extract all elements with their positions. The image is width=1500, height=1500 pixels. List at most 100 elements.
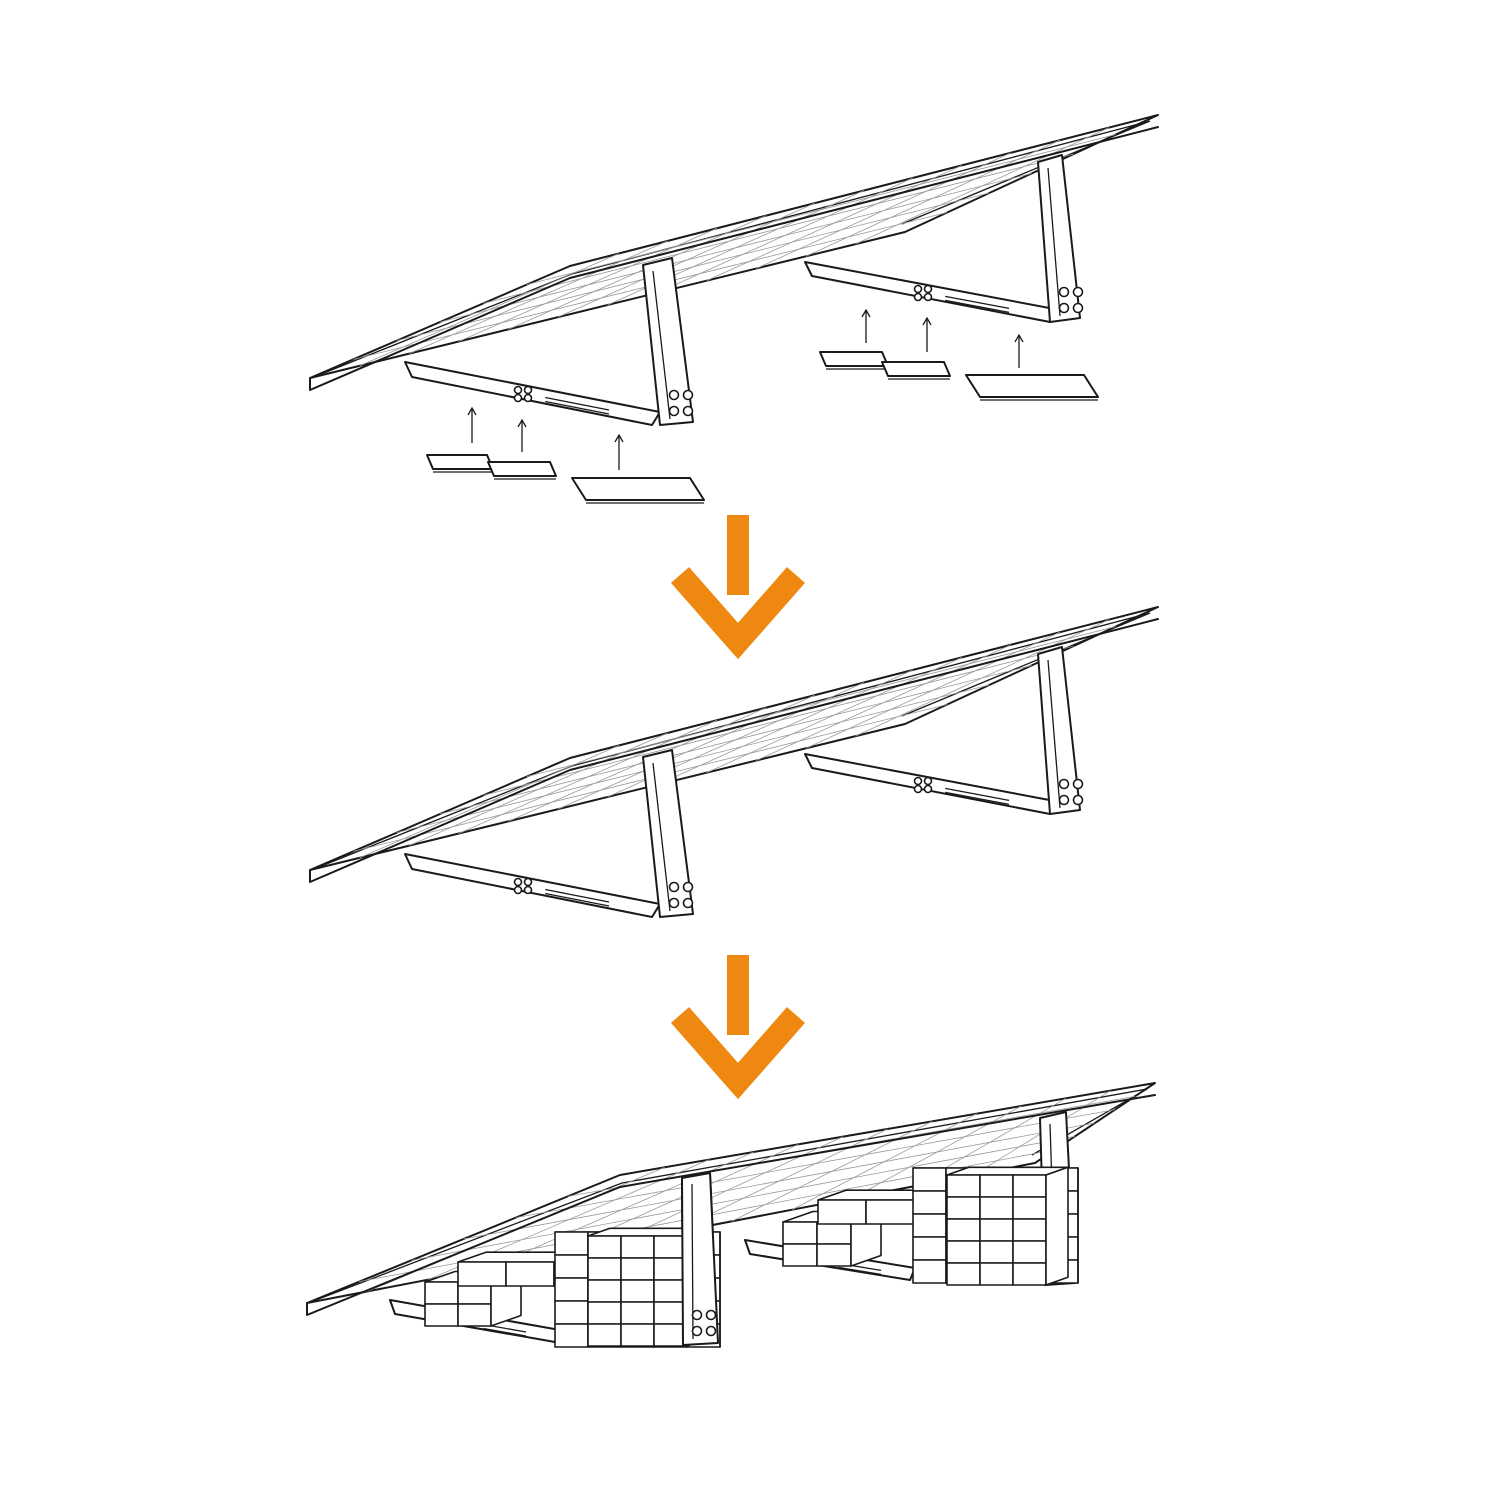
ballast-block <box>979 1196 1014 1220</box>
ballast-block <box>424 1303 459 1327</box>
bolt-icon <box>668 405 680 417</box>
arrow-head <box>670 1007 806 1100</box>
bolt-icon <box>923 284 933 294</box>
bolt-icon <box>1072 286 1084 298</box>
step-pads-under-frame <box>309 606 1159 918</box>
support-leg <box>642 257 694 426</box>
cell-line <box>411 1135 1076 1261</box>
ballast-block <box>979 1218 1014 1242</box>
bolt-icon <box>913 284 923 294</box>
ballast-block <box>979 1240 1014 1264</box>
ballast-block <box>912 1236 947 1261</box>
bolt-icon <box>682 897 694 909</box>
up-arrow-head <box>467 406 477 416</box>
bolt-icon <box>513 385 523 395</box>
bolt-icon <box>913 776 923 786</box>
bolt-icon <box>705 1325 717 1337</box>
panel-edge <box>306 1094 1156 1316</box>
up-arrow-head <box>614 433 624 443</box>
cell-line <box>526 626 1116 778</box>
rail-slot <box>545 888 610 903</box>
base-rail <box>404 853 661 918</box>
bolt-icon <box>923 776 933 786</box>
cell-line <box>483 153 1074 304</box>
up-arrow-head <box>517 418 527 428</box>
ballast-side <box>1045 1166 1069 1286</box>
leg-fold <box>652 762 671 912</box>
rail-slot <box>545 400 610 415</box>
ballast-block <box>1012 1262 1047 1286</box>
bolt-icon <box>523 885 533 895</box>
support-leg <box>642 749 694 918</box>
bolt-icon <box>1058 302 1070 314</box>
bolt-icon <box>691 1325 703 1337</box>
ballast-block <box>1012 1174 1047 1198</box>
bolt-icon <box>913 292 923 302</box>
ballast-block <box>554 1300 589 1325</box>
cell-line <box>515 1109 1116 1219</box>
bolt-icon <box>682 405 694 417</box>
bolt-icon <box>1058 778 1070 790</box>
bolt-icon <box>682 389 694 401</box>
ballast-block <box>587 1235 622 1259</box>
ballast-block <box>1012 1218 1047 1242</box>
ballast-block <box>587 1257 622 1281</box>
rail-slot <box>545 396 610 411</box>
up-arrow-head <box>922 316 932 326</box>
down-arrow-icon <box>670 955 806 1100</box>
bolt-icon <box>923 292 933 302</box>
ballast-block <box>620 1257 655 1281</box>
ballast-block <box>946 1174 981 1198</box>
support-leg <box>681 1172 719 1346</box>
ballast-block <box>912 1190 947 1215</box>
bolt-icon <box>523 877 533 887</box>
bolt-icon <box>705 1309 717 1321</box>
leg-fold <box>1047 167 1061 317</box>
ballast-block <box>554 1231 589 1256</box>
ballast-block <box>554 1254 589 1279</box>
bolt-icon <box>1072 302 1084 314</box>
ballast-block <box>816 1221 852 1245</box>
step-load-ballast-blocks <box>306 1082 1156 1348</box>
step-place-base-pads <box>309 114 1159 504</box>
bolt-icon <box>1072 794 1084 806</box>
ballast-block <box>865 1199 915 1225</box>
cell-line <box>439 173 1032 323</box>
ballast-block <box>457 1261 507 1287</box>
ballast-block <box>620 1235 655 1259</box>
ballast-block <box>620 1323 655 1347</box>
cell-line <box>463 1122 1096 1240</box>
base-rail <box>804 261 1061 323</box>
ballast-block <box>912 1259 947 1284</box>
ballast-block <box>505 1261 555 1287</box>
base-rail <box>804 753 1061 815</box>
ballast-block <box>1012 1240 1047 1264</box>
rail-slot <box>945 299 1010 314</box>
arrow-head <box>670 567 806 660</box>
bolt-icon <box>513 877 523 887</box>
bolt-icon <box>691 1309 703 1321</box>
ballast-block <box>946 1196 981 1220</box>
ballast-block <box>1012 1196 1047 1220</box>
ballast-block <box>979 1174 1014 1198</box>
panel-edge <box>309 126 1159 391</box>
panel-cells <box>353 619 1116 859</box>
panel-frame <box>315 1088 1148 1301</box>
bolt-icon <box>1058 794 1070 806</box>
bolt-icon <box>668 389 680 401</box>
bolt-icon <box>523 385 533 395</box>
ballast-block <box>620 1301 655 1325</box>
bolt-icon <box>668 881 680 893</box>
ballast-stack <box>946 1166 1069 1286</box>
ballast-stack <box>782 1210 882 1267</box>
bolt-icon <box>513 885 523 895</box>
up-arrow-head <box>861 308 871 318</box>
bolt-icon <box>1058 286 1070 298</box>
base-rail <box>404 361 661 426</box>
base-pad <box>487 461 557 477</box>
ballast-block <box>912 1213 947 1238</box>
leg-fold <box>1047 659 1061 809</box>
ballast-block <box>554 1277 589 1302</box>
base-pad <box>819 351 889 367</box>
